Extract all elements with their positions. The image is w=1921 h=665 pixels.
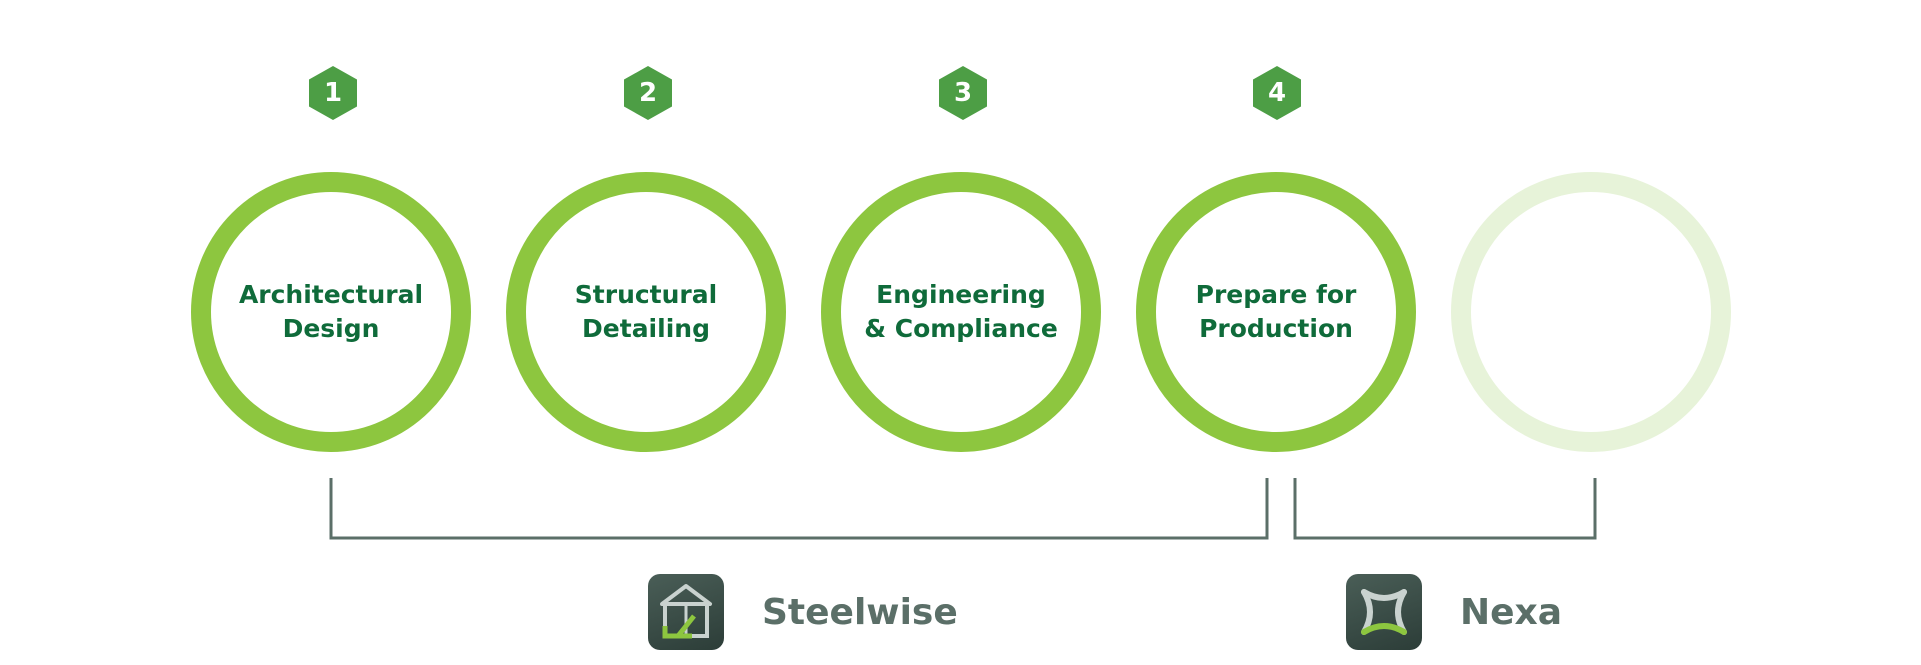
hexagon-icon (624, 66, 672, 120)
step-label-line2: & Compliance (864, 314, 1058, 343)
brand-nexa: Nexa (1346, 574, 1562, 650)
steelwise-bracket (329, 478, 1269, 540)
step-number: 3 (953, 78, 973, 108)
brand-name: Nexa (1460, 591, 1563, 633)
step-label-line1: Structural (574, 280, 718, 309)
step-badge-4: 4 (1251, 64, 1303, 122)
step-badge-3: 3 (937, 64, 989, 122)
step-label: Engineering & Compliance (861, 278, 1061, 346)
step-number: 4 (1267, 78, 1287, 108)
step-badge-2: 2 (622, 64, 674, 122)
nexa-logo-icon (1346, 574, 1422, 650)
hexagon-icon (309, 66, 357, 120)
step-label-line2: Design (282, 314, 380, 343)
step-label-line1: Prepare for (1195, 280, 1357, 309)
house-frame-icon (648, 574, 724, 650)
step-label-line1: Engineering (876, 280, 1046, 309)
step-badge-1: 1 (307, 64, 359, 122)
step-label: Prepare for Production (1176, 278, 1376, 346)
step-label-line2: Production (1199, 314, 1353, 343)
hexagon-icon (1253, 66, 1301, 120)
nexa-bracket (1293, 478, 1597, 540)
step-label: Architectural Design (231, 278, 431, 346)
step-number: 2 (638, 78, 658, 108)
step-number: 1 (323, 78, 343, 108)
step-label-line2: Detailing (582, 314, 710, 343)
brand-steelwise: Steelwise (648, 574, 958, 650)
brand-name: Steelwise (762, 591, 958, 633)
step-label-line1: Architectural (238, 280, 424, 309)
step-label: Structural Detailing (546, 278, 746, 346)
hexagon-icon (939, 66, 987, 120)
